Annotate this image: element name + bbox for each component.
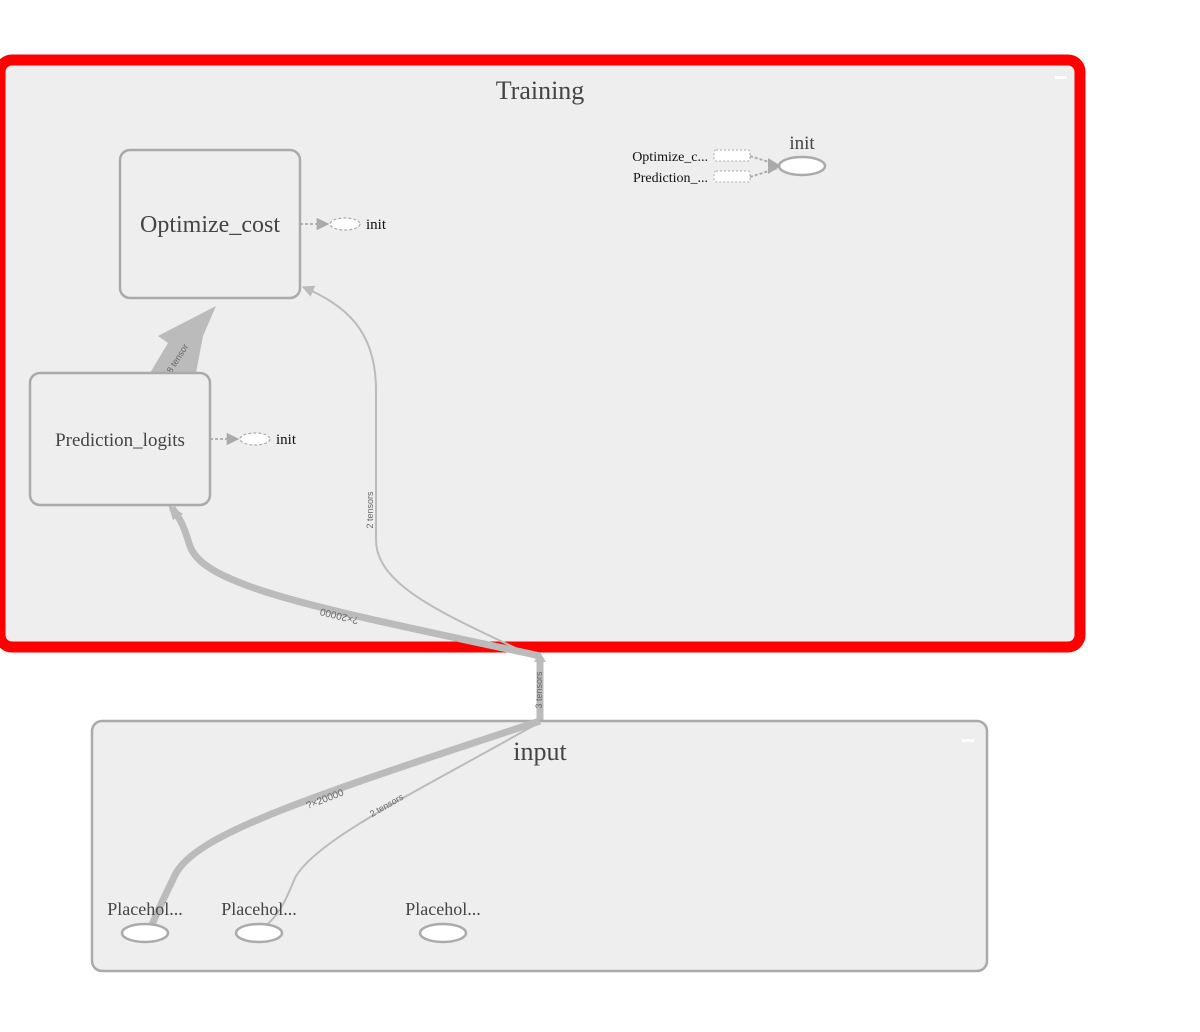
optimize-cost-label: Optimize_cost <box>140 212 280 238</box>
edge-input-to-optimize: 2 tensors <box>301 285 541 661</box>
placeholder-label-2: Placehol... <box>221 899 296 919</box>
prediction-logits-label: Prediction_logits <box>55 430 185 451</box>
prediction-logits-node[interactable]: Prediction_logits <box>28 371 212 507</box>
init-input-prediction-label: Prediction_... <box>633 171 708 186</box>
init-input-prediction[interactable]: Prediction_... <box>633 167 779 186</box>
edge-prediction-to-optimize: 8 tensor <box>150 306 216 375</box>
placeholder-label-1: Placehol... <box>107 899 182 919</box>
optimize-init-label: init <box>366 217 387 233</box>
placeholder-node-3[interactable]: Placehol... <box>405 899 481 944</box>
training-group-title: Training <box>496 76 585 105</box>
prediction-init-link[interactable]: init <box>210 432 297 448</box>
edge-label-input-to-optimize: 2 tensors <box>365 491 375 529</box>
placeholder-node-1[interactable]: Placehol... <box>107 899 183 944</box>
init-input-optimize-label: Optimize_c... <box>632 150 708 165</box>
init-node-label: init <box>789 133 815 154</box>
init-input-arrowhead <box>768 158 781 174</box>
optimize-init-link[interactable]: init <box>300 217 387 233</box>
training-collapse-icon[interactable] <box>1055 76 1067 79</box>
edge-input-to-training: 3 tensors <box>534 652 546 720</box>
optimize-cost-node[interactable]: Optimize_cost <box>118 148 302 300</box>
input-group[interactable]: input <box>90 719 989 973</box>
placeholder-node-2[interactable]: Placehol... <box>221 899 297 944</box>
input-group-title: input <box>513 737 567 766</box>
prediction-init-label: init <box>276 432 297 448</box>
edge-label-input-to-training: 3 tensors <box>534 671 544 709</box>
input-collapse-icon[interactable] <box>962 739 974 742</box>
init-input-optimize[interactable]: Optimize_c... <box>632 149 779 166</box>
placeholder-label-3: Placehol... <box>405 899 480 919</box>
